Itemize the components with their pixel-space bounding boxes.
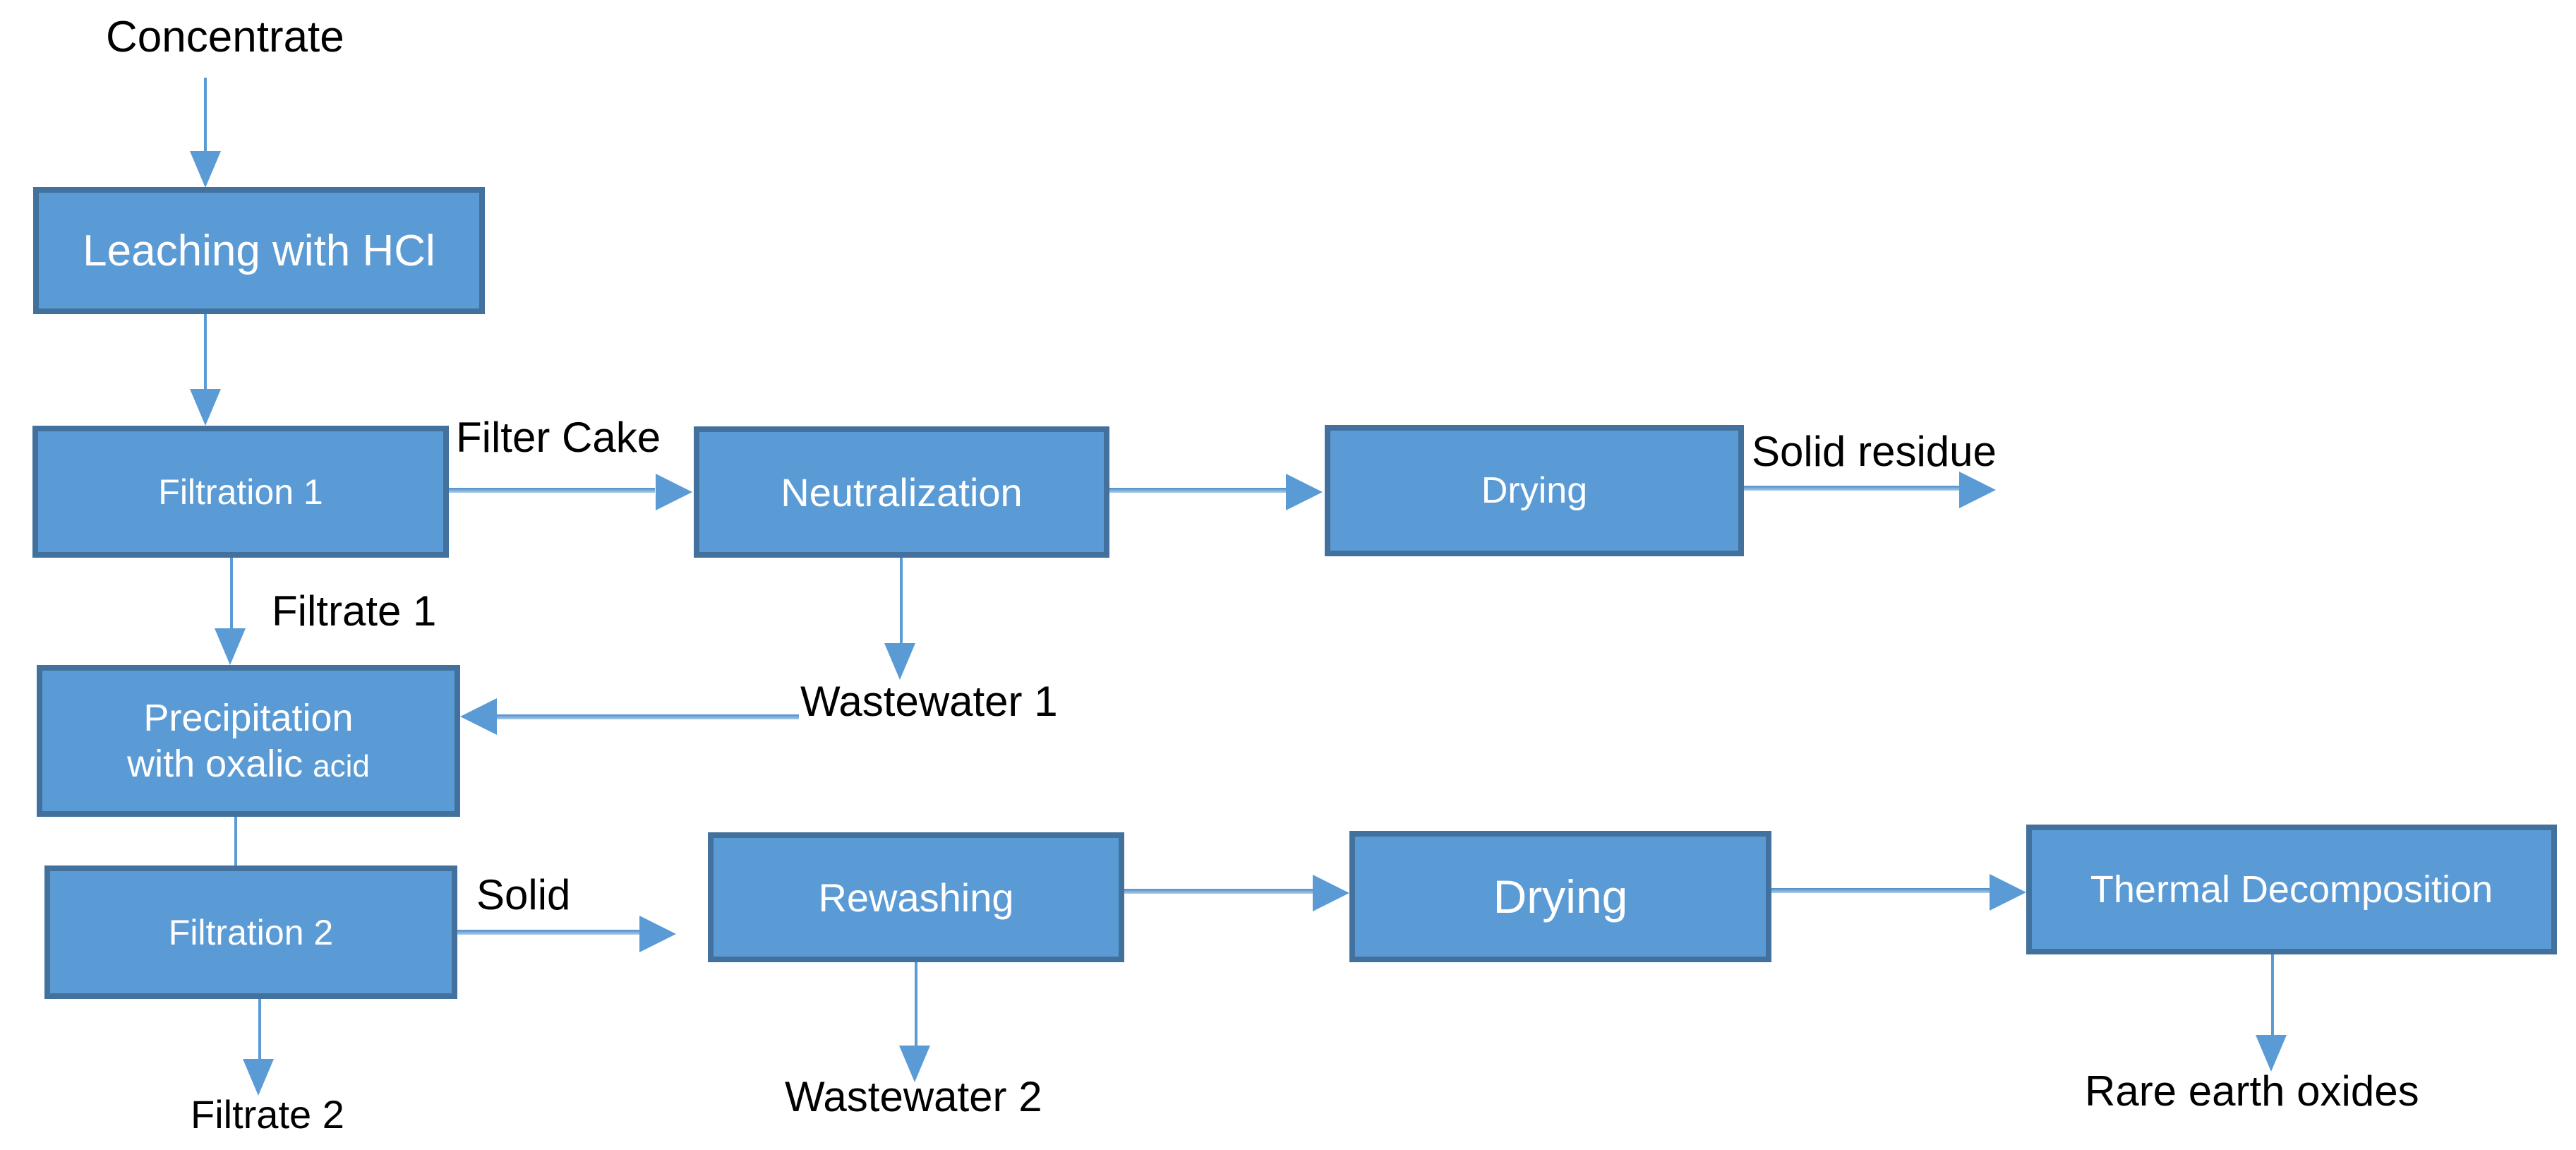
label-concentrate: Concentrate bbox=[106, 13, 344, 61]
label-rare-earth-oxides: Rare earth oxides bbox=[2085, 1067, 2419, 1115]
node-drying-2: Drying bbox=[1349, 831, 1771, 962]
arrow-line bbox=[2271, 954, 2274, 1038]
arrow-line bbox=[1124, 889, 1314, 894]
arrow-line bbox=[1771, 888, 1992, 893]
arrow-head-right-icon bbox=[639, 916, 676, 952]
arrow-head-right-icon bbox=[656, 474, 692, 510]
arrow-head-down-icon bbox=[190, 389, 221, 426]
node-precipitation-line1: Precipitation bbox=[143, 696, 354, 739]
node-leaching-label: Leaching with HCl bbox=[83, 226, 435, 275]
arrow-line bbox=[449, 488, 655, 493]
node-thermal-decomposition: Thermal Decomposition bbox=[2026, 825, 2557, 954]
label-solid-residue: Solid residue bbox=[1752, 428, 1997, 475]
label-solid: Solid bbox=[476, 871, 571, 918]
arrow-head-down-icon bbox=[215, 628, 246, 665]
node-precipitation-line2: with oxalic acid bbox=[127, 741, 370, 787]
arrow-line bbox=[497, 714, 799, 719]
node-neutralization-label: Neutralization bbox=[781, 469, 1023, 515]
arrow-head-down-icon bbox=[899, 1046, 930, 1082]
label-wastewater-1: Wastewater 1 bbox=[800, 678, 1058, 725]
arrow-head-right-icon bbox=[1286, 474, 1323, 510]
node-rewashing-label: Rewashing bbox=[818, 875, 1014, 920]
node-filtration-2: Filtration 2 bbox=[44, 866, 457, 999]
arrow-head-down-icon bbox=[884, 643, 915, 680]
arrow-head-down-icon bbox=[2256, 1035, 2287, 1072]
arrow-line bbox=[915, 962, 917, 1047]
arrow-line bbox=[204, 78, 207, 155]
arrow-head-down-icon bbox=[190, 151, 221, 188]
arrow-line bbox=[230, 558, 233, 630]
node-precipitation-line2-acid: acid bbox=[313, 748, 370, 784]
arrow-head-down-icon bbox=[243, 1059, 274, 1096]
arrow-line bbox=[258, 999, 261, 1061]
node-filtration-1: Filtration 1 bbox=[32, 426, 449, 558]
node-filtration-1-label: Filtration 1 bbox=[158, 472, 323, 512]
node-filtration-2-label: Filtration 2 bbox=[168, 912, 334, 952]
arrow-head-left-icon bbox=[460, 698, 497, 735]
node-leaching-with-hcl: Leaching with HCl bbox=[33, 187, 485, 314]
arrow-line bbox=[1109, 488, 1287, 493]
node-precipitation-oxalic-acid: Precipitation with oxalic acid bbox=[37, 665, 460, 817]
arrow-line bbox=[204, 314, 207, 390]
arrow-head-right-icon bbox=[1313, 875, 1349, 911]
arrow-line bbox=[234, 817, 237, 866]
node-drying-1: Drying bbox=[1325, 425, 1744, 556]
node-rewashing: Rewashing bbox=[708, 832, 1124, 962]
node-precipitation-line2-main: with oxalic bbox=[127, 742, 303, 785]
arrow-head-right-icon bbox=[1990, 874, 2026, 911]
label-filtrate-2: Filtrate 2 bbox=[191, 1092, 344, 1137]
node-drying-2-label: Drying bbox=[1493, 870, 1628, 923]
label-filter-cake: Filter Cake bbox=[456, 414, 661, 461]
label-filtrate-1: Filtrate 1 bbox=[272, 587, 437, 635]
arrow-line bbox=[900, 558, 903, 646]
arrow-line bbox=[457, 930, 641, 935]
arrow-line bbox=[1744, 486, 1961, 491]
node-thermal-decomposition-label: Thermal Decomposition bbox=[2090, 868, 2493, 911]
arrow-head-right-icon bbox=[1959, 472, 1996, 508]
node-neutralization: Neutralization bbox=[694, 426, 1109, 558]
node-drying-1-label: Drying bbox=[1481, 470, 1588, 511]
